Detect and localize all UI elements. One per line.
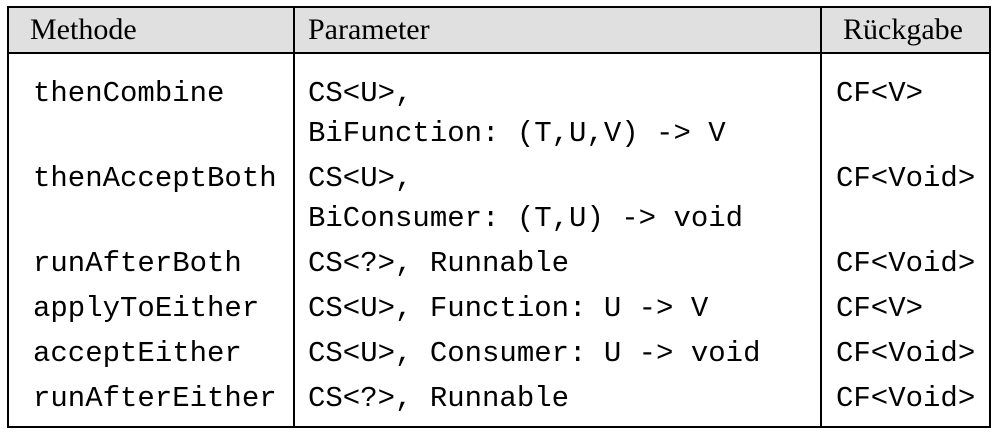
methode-cell: thenAcceptBoth: [9, 159, 293, 239]
methods-table: Methode Parameter Rückgabe thenCombine C…: [7, 6, 991, 428]
table-row-thenCombine: thenCombine CS<U>, BiFunction: (T,U,V) -…: [9, 74, 989, 154]
parameter-cell: CS<?>, Runnable: [293, 379, 820, 419]
rueckgabe-text: CF<Void>: [836, 382, 976, 415]
parameter-line: CS<U>, Consumer: U -> void: [308, 337, 761, 370]
rueckgabe-cell: CF<Void>: [820, 334, 989, 374]
table-row-acceptEither: acceptEither CS<U>, Consumer: U -> void …: [9, 334, 989, 374]
table-body: thenCombine CS<U>, BiFunction: (T,U,V) -…: [9, 54, 989, 419]
parameter-line: CS<U>,: [308, 77, 413, 110]
column-header-parameter: Parameter: [308, 13, 430, 46]
rueckgabe-cell: CF<Void>: [820, 159, 989, 239]
parameter-cell: CS<U>, BiFunction: (T,U,V) -> V: [293, 74, 820, 154]
column-header-methode: Methode: [30, 13, 137, 46]
parameter-line: CS<?>, Runnable: [308, 247, 570, 280]
methode-cell: thenCombine: [9, 74, 293, 154]
rueckgabe-text: CF<Void>: [836, 337, 976, 370]
methode-text: thenAcceptBoth: [33, 162, 277, 195]
methode-text: thenCombine: [33, 77, 225, 110]
table-row-runAfterEither: runAfterEither CS<?>, Runnable CF<Void>: [9, 379, 989, 419]
rueckgabe-text: CF<Void>: [836, 247, 976, 280]
column-header-rueckgabe: Rückgabe: [843, 13, 963, 46]
methode-text: runAfterEither: [33, 382, 277, 415]
rueckgabe-text: CF<V>: [836, 292, 924, 325]
rueckgabe-cell: CF<Void>: [820, 379, 989, 419]
rueckgabe-cell: CF<Void>: [820, 244, 989, 284]
table-row-runAfterBoth: runAfterBoth CS<?>, Runnable CF<Void>: [9, 244, 989, 284]
parameter-line: CS<?>, Runnable: [308, 382, 570, 415]
parameter-line: CS<U>, Function: U -> V: [308, 292, 709, 325]
methode-text: applyToEither: [33, 292, 260, 325]
parameter-line: BiConsumer: (T,U) -> void: [308, 202, 744, 235]
table-header-row: Methode Parameter Rückgabe: [9, 8, 989, 54]
parameter-line: BiFunction: (T,U,V) -> V: [308, 117, 726, 150]
rueckgabe-text: CF<V>: [836, 77, 924, 110]
table-row-thenAcceptBoth: thenAcceptBoth CS<U>, BiConsumer: (T,U) …: [9, 159, 989, 239]
methode-cell: applyToEither: [9, 289, 293, 329]
rueckgabe-cell: CF<V>: [820, 74, 989, 154]
rueckgabe-text: CF<Void>: [836, 162, 976, 195]
table-row-applyToEither: applyToEither CS<U>, Function: U -> V CF…: [9, 289, 989, 329]
column-separator-1: [293, 8, 295, 426]
parameter-cell: CS<U>, Function: U -> V: [293, 289, 820, 329]
methode-cell: runAfterBoth: [9, 244, 293, 284]
parameter-cell: CS<?>, Runnable: [293, 244, 820, 284]
methode-text: acceptEither: [33, 337, 242, 370]
parameter-cell: CS<U>, BiConsumer: (T,U) -> void: [293, 159, 820, 239]
parameter-cell: CS<U>, Consumer: U -> void: [293, 334, 820, 374]
column-separator-2: [820, 8, 822, 426]
rueckgabe-cell: CF<V>: [820, 289, 989, 329]
methode-cell: acceptEither: [9, 334, 293, 374]
methode-text: runAfterBoth: [33, 247, 242, 280]
methode-cell: runAfterEither: [9, 379, 293, 419]
parameter-line: CS<U>,: [308, 162, 413, 195]
